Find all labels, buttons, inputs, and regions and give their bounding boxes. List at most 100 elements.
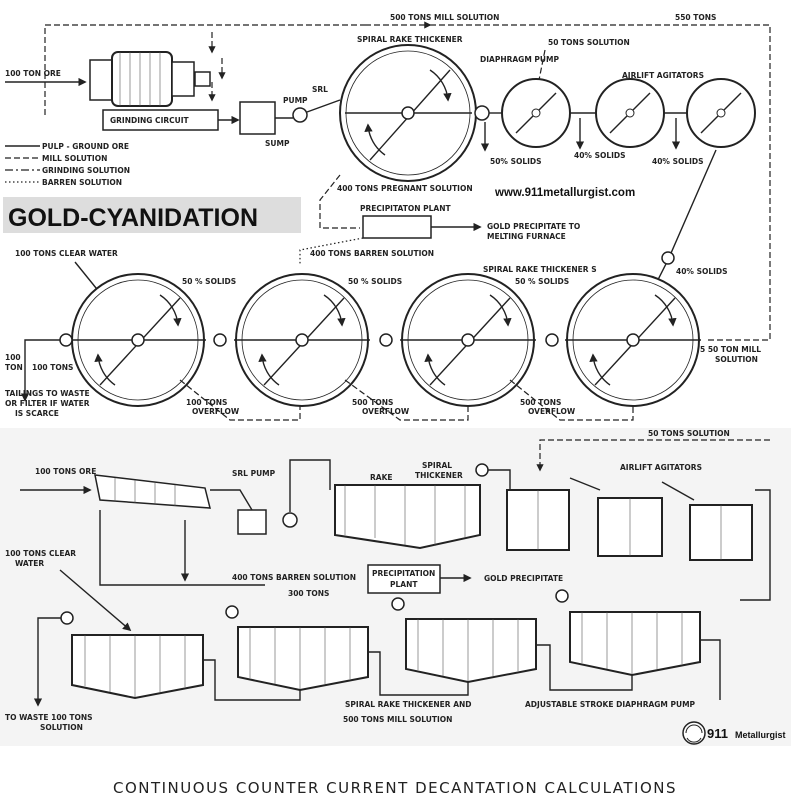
spiral-rake-thickener-label: SPIRAL RAKE THICKENER (357, 35, 463, 44)
b-spiral-2-label: THICKENER (415, 471, 463, 480)
grinding-circuit-label: GRINDING CIRCUIT (110, 116, 190, 125)
airlift-agitators-label: AIRLIFT AGITATORS (622, 71, 704, 80)
mill-solution-line (44, 24, 365, 115)
b-airlift-label: AIRLIFT AGITATORS (620, 463, 702, 472)
b-spiral-1-label: SPIRAL (422, 461, 452, 470)
clear-water-label: 100 TONS CLEAR WATER (15, 249, 118, 258)
overflow-500c-label: 500 TONS (520, 398, 561, 407)
ball-mill-icon (89, 51, 211, 107)
srl-pump-icon (292, 107, 308, 123)
b-ccd-thickener-4 (569, 611, 701, 677)
srl-label: SRL (312, 85, 328, 94)
b-rake-label: RAKE (370, 473, 393, 482)
b-barren-400-label: 400 TONS BARREN SOLUTION (232, 573, 356, 582)
agitator-3 (686, 78, 756, 148)
b-precip-1-label: PRECIPITATION (372, 569, 435, 578)
b-srl-pump-label: SRL PUMP (232, 469, 276, 478)
legend-barren-solution: BARREN SOLUTION (42, 178, 122, 187)
b-precip-2-label: PLANT (390, 580, 418, 589)
return-solution-line (430, 24, 771, 341)
pregnant-400-label: 400 TONS PREGNANT SOLUTION (337, 184, 473, 193)
sump-label: SUMP (265, 139, 290, 148)
pump-label: PUMP (283, 96, 308, 105)
ton-100b-label: TON (5, 363, 23, 372)
b-mill-500-label: 500 TONS MILL SOLUTION (343, 715, 452, 724)
tons-100-label: 100 TONS (32, 363, 73, 372)
overflow-100b-label: OVERFLOW (192, 407, 240, 416)
legend-pulp: PULP - GROUND ORE (42, 142, 129, 151)
sump-box (239, 101, 276, 135)
logo-number: 911 (707, 726, 728, 741)
tailings-3-label: IS SCARCE (15, 409, 59, 418)
legend-grinding-solution: GRINDING SOLUTION (42, 166, 130, 175)
spiral-rake-thickener (339, 44, 477, 182)
b-spiral-thickener (334, 484, 481, 550)
solids-50-label: 50% SOLIDS (490, 157, 542, 166)
solids-pct-1-label: 50 % SOLIDS (182, 277, 236, 286)
b-ccd-thickener-2 (237, 626, 369, 692)
gold-precip-1-label: GOLD PRECIPITATE TO (487, 222, 580, 231)
mill-550-1-label: 5 50 TON MILL (700, 345, 761, 354)
bottom-flowsheet: 50 TONS SOLUTION AIRLIFT AGITATORS 100 T… (5, 429, 786, 745)
precipitation-plant-box (362, 215, 432, 239)
ccd-thickener-2 (234, 273, 370, 407)
precip-plant-label: PRECIPITATON PLANT (360, 204, 451, 213)
logo-word: Metallurgist (735, 730, 786, 740)
b-tons-300-label: 300 TONS (288, 589, 329, 598)
solids-40b-label: 40% SOLIDS (652, 157, 704, 166)
b-ccd-thickener-1 (71, 634, 204, 700)
b-waste-2-label: SOLUTION (40, 723, 83, 732)
ccd-thickener-4 (565, 273, 701, 407)
solids-40c-label: 40% SOLIDS (676, 267, 728, 276)
solids-pct-3-label: 50 % SOLIDS (515, 277, 569, 286)
b-diaphragm-label: ADJUSTABLE STROKE DIAPHRAGM PUMP (525, 700, 696, 709)
b-agitator-2 (597, 497, 663, 557)
overflow-500a-label: 500 TONS (352, 398, 393, 407)
b-spiral-rake-and-label: SPIRAL RAKE THICKENER AND (345, 700, 472, 709)
mill-550-2-label: SOLUTION (715, 355, 758, 364)
agitator-1 (501, 78, 571, 148)
legend-mill-solution: MILL SOLUTION (42, 154, 107, 163)
b-clear-water-1-label: 100 TONS CLEAR (5, 549, 76, 558)
b-srl-pump-icon (282, 512, 298, 528)
overflow-100a-label: 100 TONS (186, 398, 227, 407)
fifty-tons-solution-label: 50 TONS SOLUTION (548, 38, 630, 47)
legend: PULP - GROUND ORE MILL SOLUTION GRINDING… (5, 142, 130, 187)
diaphragm-pump-label: DIAPHRAGM PUMP (480, 55, 559, 64)
b-waste-1-label: TO WASTE 100 TONS (5, 713, 93, 722)
diaphragm-pump-icon (474, 105, 490, 121)
tailings-1-label: TAILINGS TO WASTE (5, 389, 90, 398)
mill-solution-500-label: 500 TONS MILL SOLUTION (390, 13, 499, 22)
ton-100a-label: 100 (5, 353, 21, 362)
page-title: GOLD-CYANIDATION (8, 204, 258, 232)
b-ccd-thickener-3 (405, 618, 537, 684)
solids-40a-label: 40% SOLIDS (574, 151, 626, 160)
ore-100-label: 100 TON ORE (5, 69, 61, 78)
tailings-2-label: OR FILTER IF WATER (5, 399, 90, 408)
overflow-500d-label: OVERFLOW (528, 407, 576, 416)
b-sump-box (237, 509, 267, 535)
b-fifty-tons-label: 50 TONS SOLUTION (648, 429, 730, 438)
watermark-url: www.911metallurgist.com (494, 187, 635, 199)
ccd-thickener-3 (400, 273, 536, 407)
top-flowsheet: 500 TONS MILL SOLUTION 550 TONS 100 TON … (3, 13, 771, 421)
spiral-rake-thickeners-label: SPIRAL RAKE THICKENER S (483, 265, 597, 274)
b-agitator-3 (689, 504, 753, 561)
gold-precip-2-label: MELTING FURNACE (487, 232, 566, 241)
brand-logo: 911 Metallurgist (682, 721, 786, 745)
ccd-thickener-1 (70, 273, 206, 407)
b-ore-label: 100 TONS ORE (35, 467, 96, 476)
overflow-500b-label: OVERFLOW (362, 407, 410, 416)
solids-pct-2-label: 50 % SOLIDS (348, 277, 402, 286)
b-gold-precip-label: GOLD PRECIPITATE (484, 574, 563, 583)
title-banner: GOLD-CYANIDATION (3, 197, 301, 233)
figure-caption: CONTINUOUS COUNTER CURRENT DECANTATION C… (113, 779, 677, 797)
b-ball-mill-icon (94, 474, 211, 509)
barren-400-label: 400 TONS BARREN SOLUTION (310, 249, 434, 258)
b-clear-water-2-label: WATER (15, 559, 44, 568)
b-agitator-1 (506, 489, 570, 551)
tons-550-label: 550 TONS (675, 13, 716, 22)
b-precipitation-plant-box (367, 564, 441, 594)
agitator-2 (595, 78, 665, 148)
